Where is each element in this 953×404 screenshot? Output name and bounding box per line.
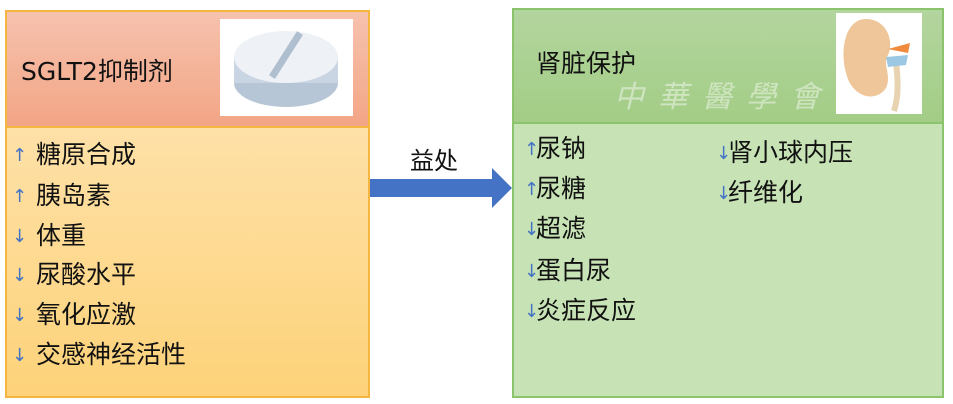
sglt2-inhibitor-box: SGLT2抑制剂 <box>5 10 370 398</box>
arrow-label: 益处 <box>410 147 458 175</box>
item-label: 蛋白尿 <box>536 256 612 285</box>
left-title: SGLT2抑制剂 <box>21 57 173 86</box>
down-arrow-icon: ↓ <box>12 345 28 366</box>
down-arrow-icon: ↓ <box>716 183 732 204</box>
list-item: ↑ 糖原合成 <box>12 140 136 171</box>
down-arrow-icon: ↓ <box>524 301 540 322</box>
up-arrow-icon: ↑ <box>12 145 28 166</box>
list-item: ↑尿钠 <box>524 134 586 165</box>
list-item: ↑ 胰岛素 <box>12 181 111 212</box>
watermark: 中華醫學會 <box>614 80 834 115</box>
kidney-image <box>836 13 922 114</box>
left-body <box>7 128 368 396</box>
item-label: 尿钠 <box>536 134 587 163</box>
item-label: 氧化应激 <box>36 300 137 329</box>
list-item: ↓ 尿酸水平 <box>12 260 136 291</box>
item-label: 纤维化 <box>728 178 804 207</box>
benefit-arrow <box>370 166 512 214</box>
item-label: 糖原合成 <box>36 140 137 169</box>
list-item: ↑尿糖 <box>524 174 586 205</box>
list-item: ↓蛋白尿 <box>524 256 611 287</box>
left-header: SGLT2抑制剂 <box>7 12 368 128</box>
up-arrow-icon: ↑ <box>524 139 540 160</box>
down-arrow-icon: ↓ <box>524 261 540 282</box>
down-arrow-icon: ↓ <box>12 265 28 286</box>
item-label: 超滤 <box>536 214 587 243</box>
list-item: ↓纤维化 <box>716 178 803 209</box>
list-item: ↓超滤 <box>524 214 586 245</box>
down-arrow-icon: ↓ <box>12 226 28 247</box>
list-item: ↓炎症反应 <box>524 296 636 327</box>
list-item: ↓ 交感神经活性 <box>12 340 186 371</box>
item-label: 肾小球内压 <box>728 138 854 167</box>
item-label: 尿酸水平 <box>36 260 137 289</box>
down-arrow-icon: ↓ <box>12 305 28 326</box>
right-header: 肾脏保护 中華醫學會 <box>514 10 942 124</box>
down-arrow-icon: ↓ <box>524 219 540 240</box>
right-body <box>514 124 942 396</box>
renal-protection-box: 肾脏保护 中華醫學會 <box>512 8 944 398</box>
item-label: 炎症反应 <box>536 296 637 325</box>
list-item: ↓ 氧化应激 <box>12 300 136 331</box>
up-arrow-icon: ↑ <box>524 179 540 200</box>
list-item: ↓肾小球内压 <box>716 138 853 169</box>
right-title: 肾脏保护 <box>536 49 637 78</box>
up-arrow-icon: ↑ <box>12 186 28 207</box>
pill-image <box>220 19 353 116</box>
item-label: 交感神经活性 <box>36 340 187 369</box>
item-label: 体重 <box>36 221 87 250</box>
list-item: ↓ 体重 <box>12 221 86 252</box>
item-label: 胰岛素 <box>36 181 112 210</box>
down-arrow-icon: ↓ <box>716 143 732 164</box>
item-label: 尿糖 <box>536 174 587 203</box>
